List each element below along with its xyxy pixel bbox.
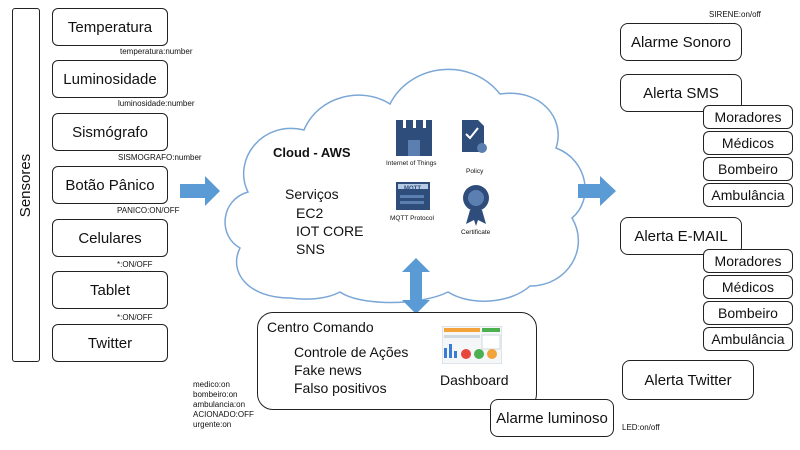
sms-recipient-ambulancia: Ambulância [703,183,793,207]
email-recipient-bombeiro: Bombeiro [703,301,793,325]
alarm-light-box: Alarme luminoso [490,399,614,437]
sensor-caption: PANICO:ON/OFF [117,206,180,215]
command-status: bombeiro:on [193,390,238,399]
cloud-title: Cloud - AWS [273,145,351,160]
sensor-botao-panico: Botão Pânico [52,166,168,204]
dashboard-label: Dashboard [440,372,509,388]
mqtt-icon-label: MQTT Protocol [390,215,434,222]
sms-recipient-medicos: Médicos [703,131,793,155]
mqtt-badge: MQTT [404,186,421,192]
service-item: EC2 [296,205,324,221]
iot-icon-label: Internet of Things [386,160,437,167]
service-item: IOT CORE [296,223,364,239]
policy-icon-label: Policy [466,168,484,175]
sensor-caption: *:ON/OFF [117,313,153,322]
mqtt-icon [396,182,430,210]
command-status: medico:on [193,380,230,389]
certificate-icon-label: Certificate [461,229,491,236]
arrow-cloud-to-outputs [578,176,616,206]
sensor-luminosidade: Luminosidade [52,60,168,98]
sensor-caption: SISMOGRAFO:number [118,153,202,162]
arrow-sensors-to-cloud [180,176,220,206]
email-recipient-moradores: Moradores [703,249,793,273]
email-recipient-ambulancia: Ambulância [703,327,793,351]
sms-alert-box: Alerta SMS [620,74,742,112]
email-alert-box: Alerta E-MAIL [620,217,742,255]
twitter-alert-box: Alerta Twitter [622,360,754,400]
sensor-celulares: Celulares [52,219,168,257]
sensor-caption: temperatura:number [120,47,193,56]
sensors-group-bar: Sensores [12,8,40,362]
command-status: urgente:on [193,420,232,429]
command-item: Falso positivos [294,380,387,396]
command-item: Controle de Ações [294,344,409,360]
certificate-icon [463,185,489,226]
sensor-caption: luminosidade:number [118,99,195,108]
sms-recipient-bombeiro: Bombeiro [703,157,793,181]
command-status: ACIONADO:OFF [193,410,254,419]
command-center-title: Centro Comando [267,319,374,335]
sensor-caption: *:ON/OFF [117,260,153,269]
iot-icon [396,120,432,156]
sensor-twitter: Twitter [52,324,168,362]
dashboard-thumbnail-icon [442,326,502,364]
arrow-cloud-command-bidirectional [402,258,430,314]
sound-alarm-box: Alarme Sonoro [620,23,742,61]
services-label: Serviços [285,186,339,202]
sms-recipient-moradores: Moradores [703,105,793,129]
email-recipient-medicos: Médicos [703,275,793,299]
command-item: Fake news [294,362,362,378]
alarm-light-caption: LED:on/off [622,423,660,432]
sound-alarm-caption: SIRENE:on/off [709,10,761,19]
sensor-sismografo: Sismógrafo [52,113,168,151]
service-item: SNS [296,241,325,257]
sensor-tablet: Tablet [52,271,168,309]
sensor-temperatura: Temperatura [52,8,168,46]
policy-icon [462,120,487,153]
command-status: ambulancia:on [193,400,246,409]
